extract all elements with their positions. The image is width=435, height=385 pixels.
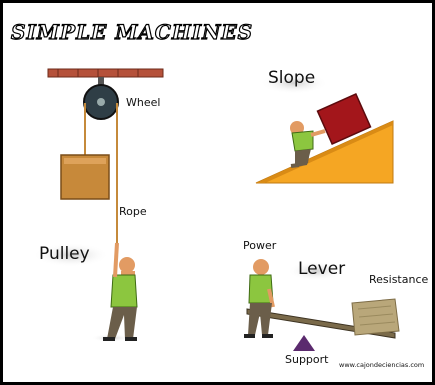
support-label: Support xyxy=(285,353,329,366)
rope-label: Rope xyxy=(119,205,147,218)
slope-label: Slope xyxy=(268,68,315,88)
page-title: SIMPLE MACHINES xyxy=(11,20,253,44)
lever-label: Lever xyxy=(298,259,345,279)
watermark: www.cajondeciencias.com xyxy=(339,361,424,369)
wheel-label: Wheel xyxy=(126,96,160,109)
slope-icon xyxy=(256,94,393,183)
simple-machines-diagram: SIMPLE MACHINES Wheel Rope Pulley Slope xyxy=(3,3,432,382)
resistance-label: Resistance xyxy=(369,273,429,286)
power-label: Power xyxy=(243,239,277,252)
pulley-label: Pulley xyxy=(39,244,90,264)
